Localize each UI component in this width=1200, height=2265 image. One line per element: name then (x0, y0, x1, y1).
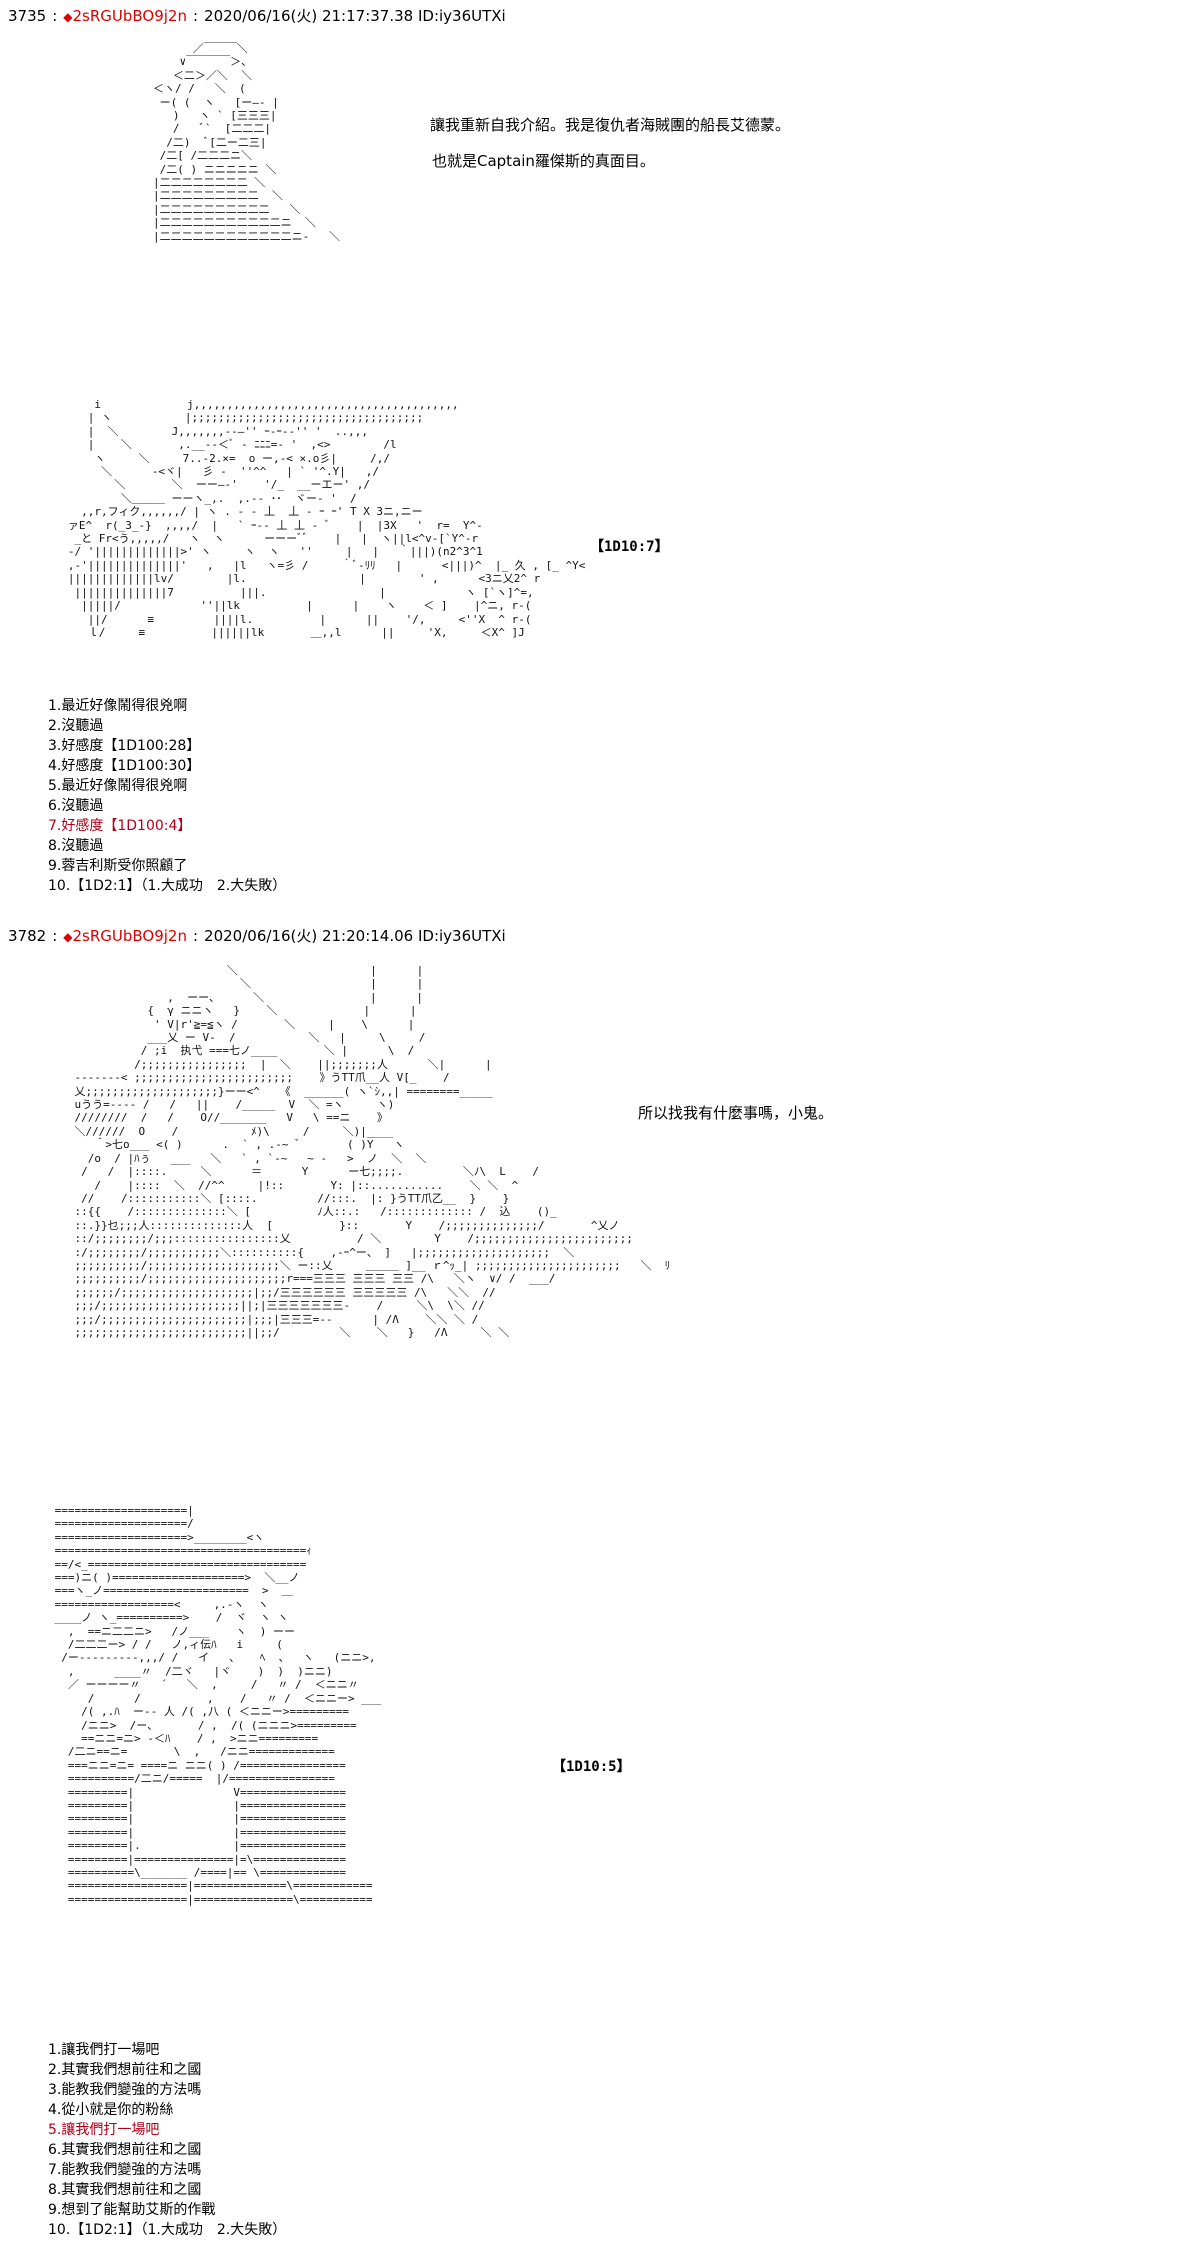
choice-item: 2.沒聽過 (48, 718, 104, 734)
separator: : (52, 927, 58, 945)
choice-item-selected: 5.讓我們打一場吧 (48, 2122, 160, 2138)
choice-item: 1.最近好像鬧得很兇啊 (48, 698, 188, 714)
ascii-art-buggy-seated: ＼ | | ＼ | | , ーー、 ＼ | | { γ ニニヽ } ＼ | | (74, 964, 671, 1339)
dice-roll: 【1D10:7】 (590, 539, 669, 555)
poster-id[interactable]: ID:iy36UTXi (417, 7, 506, 25)
post-number: 3782 (8, 927, 47, 945)
choice-list: 1.最近好像鬧得很兇啊 2.沒聽過 3.好感度【1D100:28】 4.好感度【… (48, 696, 286, 896)
separator: : (52, 7, 58, 25)
post-datetime: 2020/06/16(火) 21:17:37.38 (204, 7, 414, 25)
choice-item: 9.蓉吉利斯受你照顧了 (48, 858, 188, 874)
choice-item: 2.其實我們想前往和之國 (48, 2062, 202, 2078)
choice-item: 3.能教我們變強的方法嗎 (48, 2082, 202, 2098)
choice-list: 1.讓我們打一場吧 2.其實我們想前往和之國 3.能教我們變強的方法嗎 4.從小… (48, 2040, 286, 2240)
post-header: 3735:◆2sRGUbBO9j2n:2020/06/16(火) 21:17:3… (8, 6, 506, 26)
ascii-art-captain-hat: ／￣￣￣＼ ∨￣￣￣￣＞、 ＜二＞／＼ ＼ ＜ヽ/ / ＼ ( ー( ( ヽ [… (152, 42, 341, 243)
ascii-art-captain-figure: i j,,,,,,,,,,,,,,,,,,,,,,,,,,,,,,,,,,,,,… (67, 398, 586, 639)
choice-item-selected: 7.好感度【1D100:4】 (48, 818, 192, 834)
choice-item: 10.【1D2:1】（1.大成功 2.大失敗） (48, 878, 287, 894)
choice-item: 4.好感度【1D100:30】 (48, 758, 201, 774)
trip-code[interactable]: 2sRGUbBO9j2n (72, 7, 187, 25)
ascii-art-buggy-closeup: ====================| ==================… (54, 1504, 382, 1906)
post-number: 3735 (8, 7, 47, 25)
separator: : (192, 7, 199, 25)
choice-item: 8.其實我們想前往和之國 (48, 2182, 202, 2198)
choice-item: 6.沒聽過 (48, 798, 104, 814)
dialog-line: 所以找我有什麼事嗎，小鬼。 (638, 1104, 834, 1122)
dialog-line: 讓我重新自我介紹。我是復仇者海賊團的船長艾德蒙。 (430, 116, 791, 134)
choice-item: 9.想到了能幫助艾斯的作戰 (48, 2202, 216, 2218)
choice-item: 7.能教我們變強的方法嗎 (48, 2162, 202, 2178)
choice-item: 6.其實我們想前往和之國 (48, 2142, 202, 2158)
post-header: 3782:◆2sRGUbBO9j2n:2020/06/16(火) 21:20:1… (8, 926, 506, 946)
choice-item: 8.沒聽過 (48, 838, 104, 854)
choice-item: 4.從小就是你的粉絲 (48, 2102, 174, 2118)
choice-item: 5.最近好像鬧得很兇啊 (48, 778, 188, 794)
choice-item: 1.讓我們打一場吧 (48, 2042, 160, 2058)
trip-diamond-icon: ◆ (63, 10, 73, 24)
trip-code[interactable]: 2sRGUbBO9j2n (72, 927, 187, 945)
dialog-line: 也就是Captain羅傑斯的真面目。 (432, 152, 655, 170)
choice-item: 10.【1D2:1】（1.大成功 2.大失敗） (48, 2222, 287, 2238)
separator: : (192, 927, 199, 945)
poster-id[interactable]: ID:iy36UTXi (417, 927, 506, 945)
choice-item: 3.好感度【1D100:28】 (48, 738, 201, 754)
post-datetime: 2020/06/16(火) 21:20:14.06 (204, 927, 414, 945)
trip-diamond-icon: ◆ (63, 930, 73, 944)
dice-roll: 【1D10:5】 (552, 1759, 631, 1775)
